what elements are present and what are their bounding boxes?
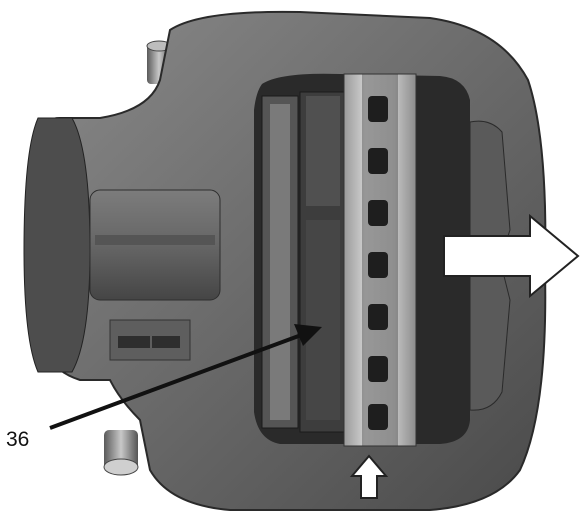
callout-leader	[49, 324, 322, 430]
piston-cylinder	[23, 117, 221, 373]
direction-arrow-right	[443, 213, 580, 299]
brake-disc	[343, 73, 417, 447]
direction-arrow-up	[349, 454, 389, 499]
bottom-mounting-bolt	[103, 430, 139, 476]
callout-number: 36	[6, 428, 29, 451]
brake-pads	[261, 91, 345, 433]
